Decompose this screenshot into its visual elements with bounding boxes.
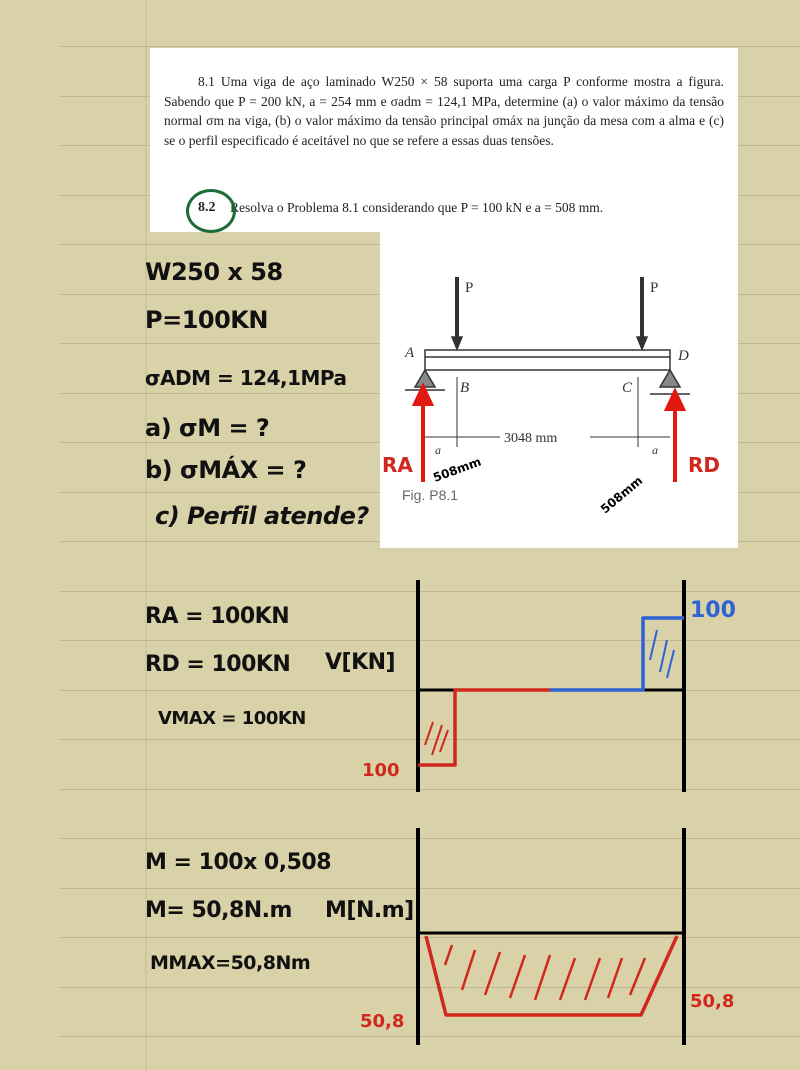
- arrowhead: [411, 382, 435, 406]
- problem-statement: 8.1 Uma viga de aço laminado W250 × 58 s…: [150, 48, 738, 232]
- ra-label: RA: [382, 453, 413, 477]
- label-c: C: [622, 380, 633, 396]
- ruled-line: [60, 591, 800, 592]
- ruled-line: [60, 46, 800, 47]
- note-vmax: VMAX = 100KN: [158, 708, 306, 729]
- label-a: A: [404, 345, 415, 361]
- circle-highlight: [186, 189, 236, 233]
- note-mmax: MMAX=50,8Nm: [150, 952, 311, 974]
- arrowhead: [635, 336, 649, 351]
- arrowhead: [663, 387, 687, 411]
- label-d: D: [677, 348, 689, 364]
- beam: [424, 349, 671, 371]
- note-sigma-adm: σADM = 124,1MPa: [145, 366, 347, 390]
- shear-right-value: 100: [690, 598, 736, 623]
- note-rd: RD = 100KN: [145, 652, 291, 677]
- note-question-b: b) σMÁX = ?: [145, 456, 307, 484]
- moment-right-value: 50,8: [690, 991, 734, 1012]
- moment-diagram: [424, 935, 679, 1017]
- note-load: P=100KN: [145, 306, 268, 334]
- ruled-line: [60, 789, 800, 790]
- problem-8-1: 8.1 Uma viga de aço laminado W250 × 58 s…: [164, 74, 724, 148]
- beam-figure: P P A B C D 3048 mm a a Fig. P8.1 RA RD …: [380, 232, 738, 548]
- note-section: W250 x 58: [145, 258, 283, 286]
- shear-hatch-positive: [649, 629, 675, 679]
- margin-line: [145, 0, 147, 1070]
- support-a: [413, 368, 437, 388]
- ruled-line: [60, 937, 800, 938]
- label-p: P: [650, 280, 658, 296]
- note-question-a: a) σM = ?: [145, 414, 270, 442]
- rd-label: RD: [688, 453, 720, 477]
- note-moment: M= 50,8N.m: [145, 898, 292, 923]
- label-a-dim: a: [435, 443, 441, 457]
- moment-axis-label: M[N.m]: [325, 898, 414, 923]
- ruled-line: [60, 1036, 800, 1037]
- ruled-line: [60, 838, 800, 839]
- ruled-line: [60, 739, 800, 740]
- arrowhead: [450, 336, 464, 351]
- span-label: 3048 mm: [504, 431, 557, 446]
- shear-positive: [550, 616, 684, 692]
- label-p: P: [465, 280, 473, 296]
- beam-svg: P P A B C D 3048 mm a a Fig. P8.1 RA RD …: [382, 277, 720, 516]
- note-moment-calc: M = 100x 0,508: [145, 850, 332, 875]
- note-ra: RA = 100KN: [145, 604, 290, 629]
- figure-caption: Fig. P8.1: [402, 487, 458, 503]
- label-a-dim: a: [652, 443, 658, 457]
- dist-right: 508mm: [598, 473, 645, 516]
- support-d: [658, 368, 682, 388]
- note-question-c: c) Perfil atende?: [155, 502, 369, 530]
- problem-number: 8.2: [198, 200, 216, 215]
- dist-left: 508mm: [431, 455, 483, 485]
- shear-axis-label: V[KN]: [325, 650, 396, 675]
- ruled-line: [60, 888, 800, 889]
- label-b: B: [460, 380, 469, 396]
- moment-hatch: [443, 944, 647, 1001]
- ruled-line: [60, 987, 800, 988]
- moment-left-value: 50,8: [360, 1011, 404, 1032]
- ruled-line: [60, 690, 800, 691]
- shear-left-value: 100: [362, 760, 400, 781]
- shear-negative: [418, 688, 550, 767]
- ruled-line: [60, 640, 800, 641]
- problem-8-2: Resolva o Problema 8.1 considerando que …: [230, 200, 604, 215]
